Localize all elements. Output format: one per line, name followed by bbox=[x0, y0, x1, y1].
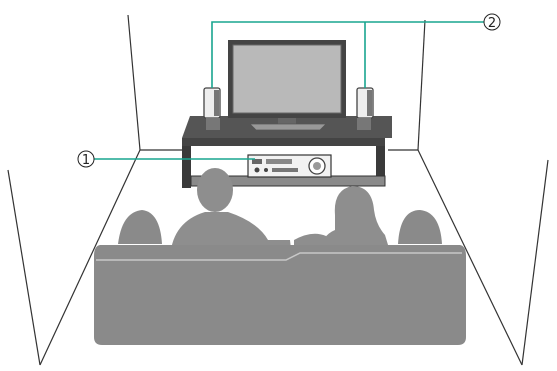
callout-number-1: 1 bbox=[82, 153, 90, 168]
callout-marker-2: 2 bbox=[484, 14, 500, 31]
tv-neck bbox=[278, 118, 296, 124]
sofa bbox=[94, 210, 466, 345]
television bbox=[228, 40, 346, 130]
right-wall-front-edge bbox=[522, 160, 548, 365]
tv-stand-base bbox=[250, 124, 326, 130]
av-receiver bbox=[248, 155, 331, 177]
left-speaker bbox=[204, 88, 220, 130]
right-speaker bbox=[357, 88, 373, 130]
right-wall-back-edge bbox=[418, 20, 425, 150]
callout-marker-1: 1 bbox=[78, 151, 94, 168]
left-wall-back-edge bbox=[128, 15, 140, 150]
tv-screen bbox=[233, 45, 341, 113]
left-wall-front-edge bbox=[8, 170, 40, 365]
rack-left-leg bbox=[182, 146, 191, 188]
callout-number-2: 2 bbox=[488, 16, 496, 31]
sofa-right-back-cushion bbox=[398, 210, 442, 244]
sofa-left-back-cushion bbox=[118, 210, 162, 244]
rack-front-frame bbox=[182, 138, 385, 146]
